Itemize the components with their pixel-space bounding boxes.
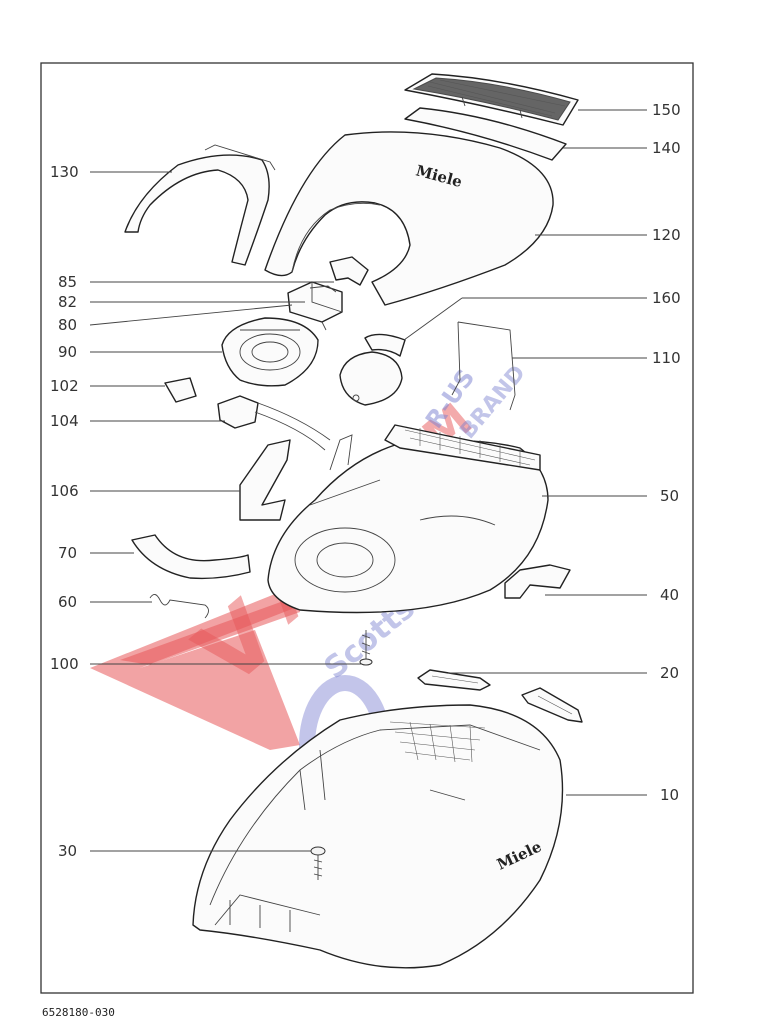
label-90: 90 bbox=[58, 343, 77, 361]
diagram-frame bbox=[40, 62, 694, 994]
label-40: 40 bbox=[660, 586, 679, 604]
part-102-clip bbox=[164, 377, 197, 403]
part-70-front-bumper bbox=[131, 534, 251, 580]
part-40-latch bbox=[504, 564, 571, 599]
part-150-exhaust-grille bbox=[404, 73, 579, 126]
part-106-release-lever bbox=[239, 439, 291, 521]
part-104-connector bbox=[217, 395, 331, 451]
label-102: 102 bbox=[50, 377, 79, 395]
label-104: 104 bbox=[50, 412, 79, 430]
label-20: 20 bbox=[660, 664, 679, 682]
label-106: 106 bbox=[50, 482, 79, 500]
watermark-v-shape bbox=[90, 580, 315, 750]
label-130: 130 bbox=[50, 163, 79, 181]
label-30: 30 bbox=[58, 842, 77, 860]
label-60: 60 bbox=[58, 593, 77, 611]
label-10: 10 bbox=[660, 786, 679, 804]
part-labels: 150 140 130 120 85 82 80 160 90 110 102 … bbox=[50, 101, 681, 860]
part-90-bag-holder-plate bbox=[221, 317, 319, 387]
part-10-housing-base: Miele bbox=[192, 704, 564, 969]
part-20-guide-rails bbox=[417, 669, 583, 723]
label-82: 82 bbox=[58, 293, 77, 311]
part-85-bracket bbox=[329, 256, 369, 286]
label-120: 120 bbox=[652, 226, 681, 244]
part-110-bag-frame bbox=[451, 321, 516, 411]
part-100-screw bbox=[359, 630, 373, 666]
part-160-seal-disc bbox=[339, 333, 406, 406]
leader-lines bbox=[89, 109, 647, 852]
label-70: 70 bbox=[58, 544, 77, 562]
label-100: 100 bbox=[50, 655, 79, 673]
part-140-exhaust-filter bbox=[404, 107, 567, 161]
part-120-lid: Miele bbox=[264, 131, 554, 306]
part-50-chassis bbox=[267, 424, 549, 614]
label-50: 50 bbox=[660, 487, 679, 505]
label-110: 110 bbox=[652, 349, 681, 367]
label-150: 150 bbox=[652, 101, 681, 119]
part-80-switch bbox=[287, 281, 343, 331]
watermark-swoosh bbox=[120, 595, 300, 665]
part-130-bumper-strip bbox=[124, 144, 276, 266]
label-140: 140 bbox=[652, 139, 681, 157]
label-80: 80 bbox=[58, 316, 77, 334]
part-60-spring bbox=[149, 594, 209, 619]
document-number: 6528180-030 bbox=[42, 1006, 115, 1019]
label-160: 160 bbox=[652, 289, 681, 307]
label-85: 85 bbox=[58, 273, 77, 291]
